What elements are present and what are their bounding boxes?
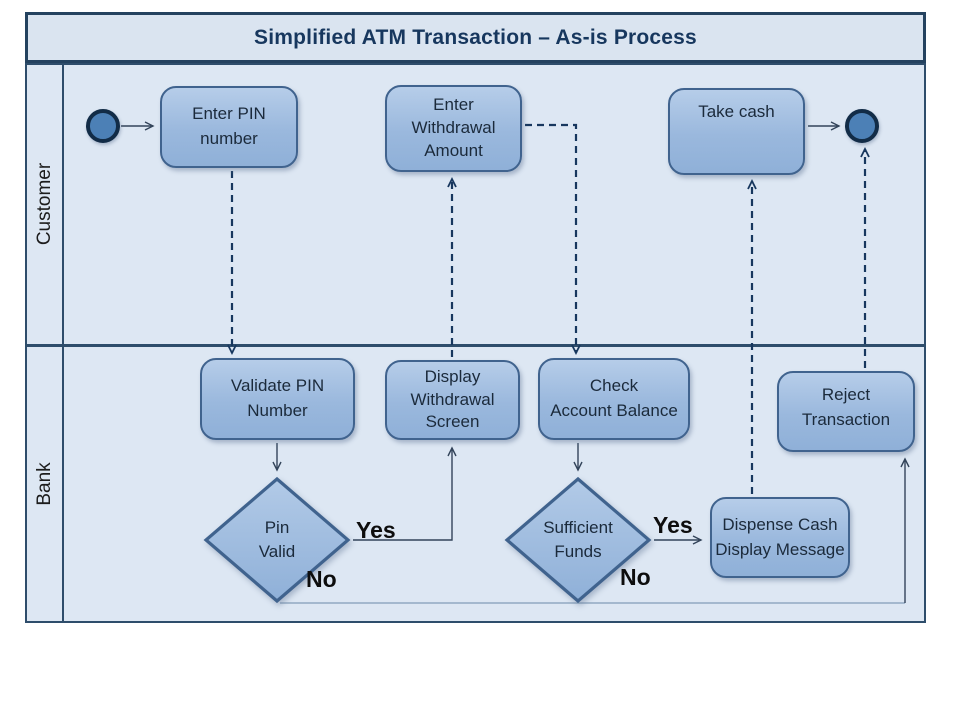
activity-take-cash: Take cash — [668, 88, 805, 175]
lane-divider — [27, 344, 924, 347]
edge-label-pin-valid-yes: Yes — [356, 517, 396, 543]
decision-pin-valid-label: Pin Valid — [258, 518, 296, 561]
activity-enter-pin: Enter PIN number — [160, 86, 298, 168]
decision-sufficient-funds: Sufficient Funds — [504, 476, 652, 604]
activity-display-withdrawal: Display Withdrawal Screen — [385, 360, 520, 440]
activity-dispense-cash: Dispense Cash Display Message — [710, 497, 850, 578]
lane-label-separator — [62, 65, 64, 621]
start-node — [86, 109, 120, 143]
diamond-shape — [504, 476, 652, 604]
activity-reject-transaction: Reject Transaction — [777, 371, 915, 452]
edge-pin-valid-yes — [353, 446, 457, 541]
diagram-title: Simplified ATM Transaction – As-is Proce… — [254, 25, 697, 49]
diamond-shape — [203, 476, 351, 604]
activity-check-balance: Check Account Balance — [538, 358, 690, 440]
activity-enter-withdrawal: Enter Withdrawal Amount — [385, 85, 522, 172]
decision-pin-valid: Pin Valid — [203, 476, 351, 604]
diagram-title-bar: Simplified ATM Transaction – As-is Proce… — [25, 12, 926, 63]
edge-enter-withdrawal-to-check-balance — [525, 123, 581, 356]
edge-label-sufficient-no: No — [620, 564, 651, 590]
decision-sufficient-funds-label: Sufficient Funds — [543, 518, 613, 561]
edge-label-sufficient-yes: Yes — [653, 512, 693, 538]
activity-validate-pin: Validate PIN Number — [200, 358, 355, 440]
end-node — [845, 109, 879, 143]
edge-label-pin-valid-no: No — [306, 566, 337, 592]
